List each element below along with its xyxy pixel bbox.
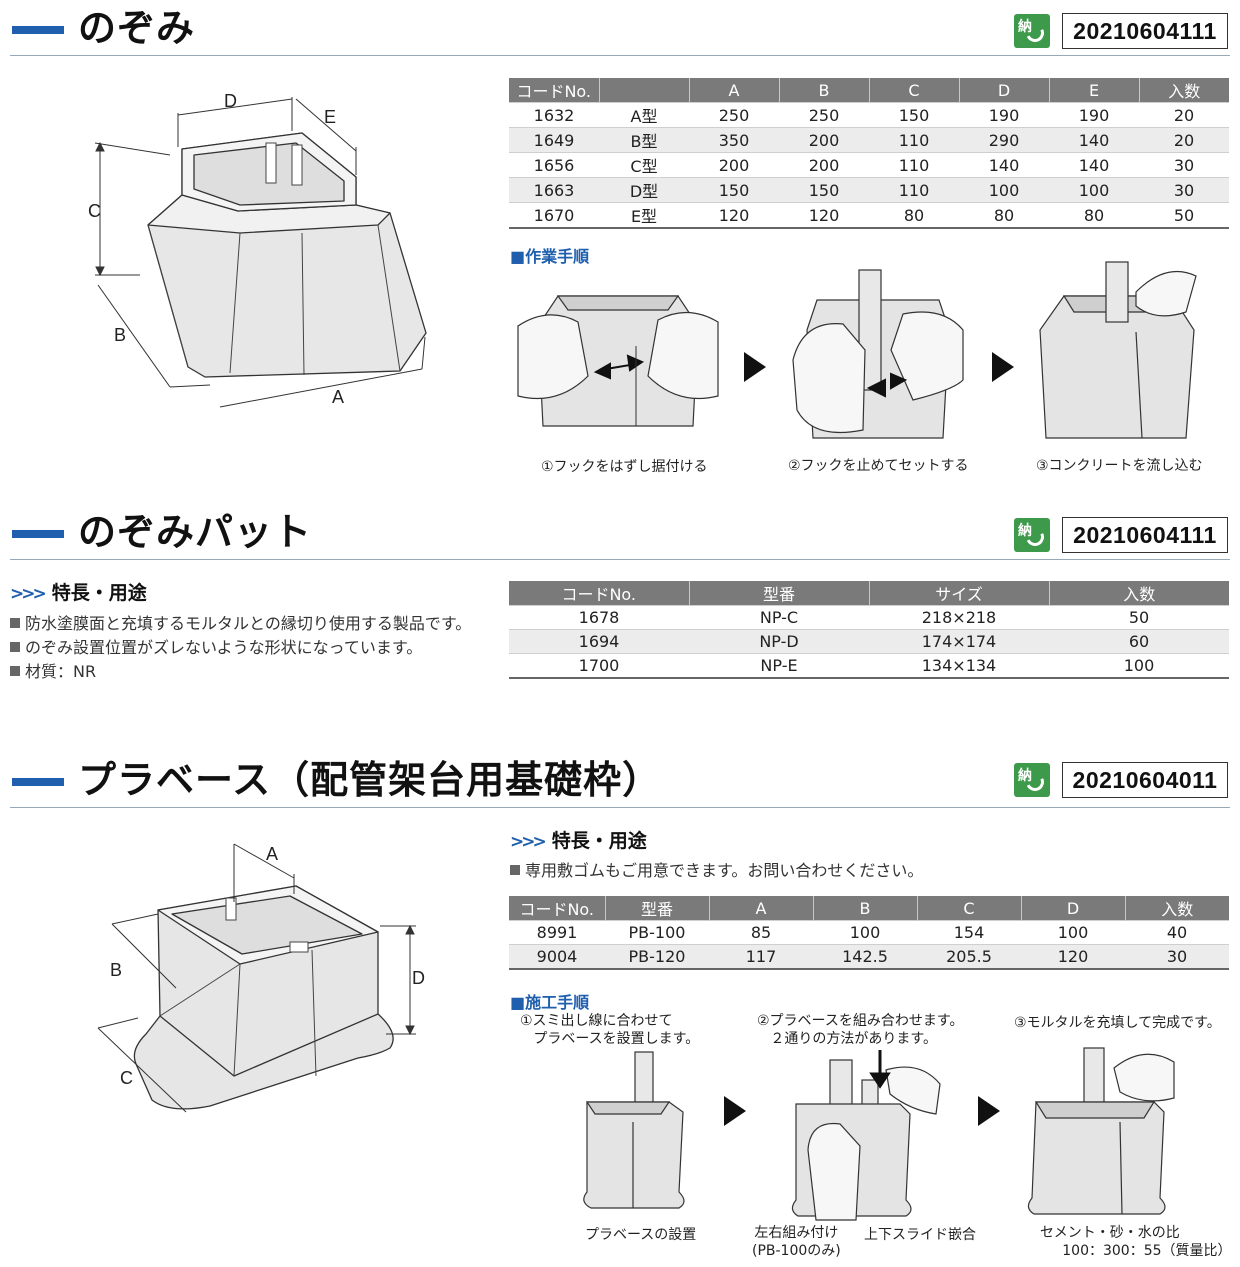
delivery-icon: 納 [1014, 14, 1050, 48]
dim-label-b: B [114, 325, 126, 345]
dim-label-e: E [324, 107, 336, 127]
step3-caption: セメント・砂・水の比 100：300：55（質量比） [1040, 1225, 1232, 1259]
dim-label-b: B [110, 960, 122, 980]
step1-caption: プラベースの設置 [585, 1227, 697, 1243]
section-nozomi-pad-header: のぞみパット 納 20210604111 [0, 504, 1240, 560]
procedure-title: ■作業手順 [510, 247, 590, 266]
section-nozomi-header: のぞみ 納 20210604111 [0, 0, 1240, 56]
catalog-code: 20210604011 [1062, 762, 1228, 798]
section-title: のぞみパット [78, 510, 313, 554]
plabase-product-drawing: A D B C [97, 843, 425, 1113]
delivery-icon: 納 [1014, 763, 1050, 797]
step2a-caption: 左右組み付け(PB-100のみ) [752, 1225, 841, 1259]
dim-label-a: A [332, 387, 344, 407]
plabase-step1-illustration [583, 1051, 685, 1209]
dim-label-d: D [224, 91, 237, 111]
dim-label-d: D [412, 968, 425, 988]
step1-caption: ①フックをはずし据付ける [541, 459, 708, 475]
step-arrow-icon [724, 1096, 746, 1126]
feature-item: 防水塗膜面と充填するモルタルとの縁切り使用する製品です。 [10, 610, 471, 634]
step2-instruction: ②プラベースを組み合わせます。 ２通りの方法があります。 [757, 1013, 964, 1047]
nozomi-product-drawing: C D E B A [88, 91, 427, 408]
step2-illustration [792, 269, 964, 439]
step1-illustration [517, 295, 719, 427]
delivery-icon: 納 [1014, 518, 1050, 552]
step3-caption: ③コンクリートを流し込む [1036, 458, 1203, 474]
step-arrow-icon [992, 352, 1014, 382]
features-title: >>>特長・用途 [510, 830, 647, 852]
step3-instruction: ③モルタルを充填して完成です。 [1014, 1015, 1221, 1031]
feature-item: 専用敷ゴムもご用意できます。お問い合わせください。 [510, 857, 923, 881]
title-bar-accent [12, 530, 64, 538]
step1-instruction: ①スミ出し線に合わせて プラベースを設置します。 [520, 1013, 700, 1047]
step2-caption: ②フックを止めてセットする [788, 458, 969, 474]
feature-item: のぞみ設置位置がズレないような形状になっています。 [10, 634, 422, 658]
plabase-step2-illustration [791, 1050, 941, 1221]
section-title: プラベース（配管架台用基礎枠） [78, 758, 662, 802]
step3-illustration [1039, 261, 1197, 439]
step-arrow-icon [744, 352, 766, 382]
feature-item: 材質：NR [10, 658, 96, 682]
section-plabase-header: プラベース（配管架台用基礎枠） 納 20210604011 [0, 752, 1240, 808]
dim-label-c: C [120, 1068, 133, 1088]
step-arrow-icon [978, 1096, 1000, 1126]
step2b-caption: 上下スライド嵌合 [864, 1227, 976, 1243]
procedure-title: ■施工手順 [510, 993, 590, 1012]
title-bar-accent [12, 778, 64, 786]
features-title: >>>特長・用途 [10, 582, 147, 604]
title-bar-accent [12, 26, 64, 34]
plabase-step3-illustration [1027, 1047, 1175, 1215]
dim-label-a: A [266, 844, 278, 864]
catalog-code: 20210604111 [1062, 13, 1228, 49]
section-title: のぞみ [78, 6, 196, 50]
catalog-code: 20210604111 [1062, 517, 1228, 553]
dim-label-c: C [88, 201, 101, 221]
